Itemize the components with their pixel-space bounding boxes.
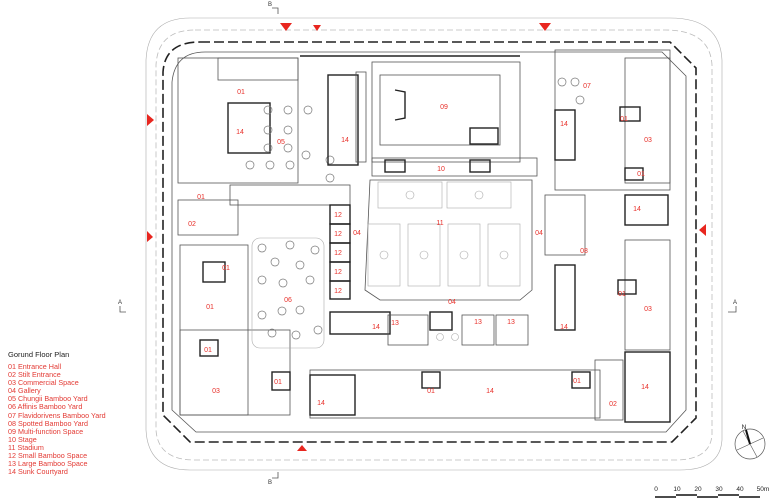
entrance-arrow-icon [539, 23, 551, 31]
room-label: 13 [391, 320, 399, 327]
legend-item: 07 Flavidorivens Bamboo Yard [8, 410, 106, 420]
site-boundary-outer [145, 17, 723, 471]
room-label: 01 [237, 89, 245, 96]
room-label: 14 [633, 206, 641, 213]
room-labels: 01 09 14 05 14 07 14 01 03 10 01 01 14 0… [188, 83, 652, 408]
room-label: 14 [560, 324, 568, 331]
room-label: 07 [583, 83, 591, 90]
legend-item: 10 Stage [8, 434, 37, 444]
legend-item: 02 Stilt Entrance [8, 370, 61, 380]
room-label: 05 [277, 139, 285, 146]
west-wing [177, 57, 299, 416]
legend-item: 08 Spotted Bamboo Yard [8, 418, 89, 428]
room-label: 14 [560, 121, 568, 128]
room-label: 01 [427, 388, 435, 395]
entrance-markers [147, 23, 706, 451]
room-label: 13 [474, 319, 482, 326]
room-label: 12 [334, 288, 342, 295]
room-label: 10 [437, 166, 445, 173]
room-label: 14 [341, 137, 349, 144]
room-label: 12 [334, 250, 342, 257]
scale-tick: 40 [736, 486, 744, 493]
room-label: 01 [197, 194, 205, 201]
room-label: 01 [222, 265, 230, 272]
room-label: 01 [206, 304, 214, 311]
entrance-arrow-icon [147, 114, 154, 126]
legend-item: 11 Stadium [8, 442, 44, 452]
multi-function-hall [300, 55, 521, 163]
room-label: 01 [637, 171, 645, 178]
legend-item: 03 Commercial Space [8, 378, 79, 388]
building-outline [162, 41, 697, 443]
section-a-left: A [118, 300, 122, 306]
room-label: 01 [204, 347, 212, 354]
room-label: 02 [609, 401, 617, 408]
room-label: 01 [620, 116, 628, 123]
room-label: 14 [486, 388, 494, 395]
room-label: 14 [317, 400, 325, 407]
room-label: 01 [618, 291, 626, 298]
north-compass: N [734, 424, 766, 460]
room-label: 03 [644, 137, 652, 144]
room-label: 01 [573, 378, 581, 385]
scale-tick: 0 [654, 486, 658, 493]
bamboo-yard-06 [251, 237, 325, 349]
stadium [364, 179, 533, 301]
stage [371, 157, 538, 177]
legend-item: 13 Large Bamboo Space [8, 459, 88, 469]
section-b-bottom: B [268, 480, 272, 486]
north-label: N [742, 424, 747, 431]
room-label: 12 [334, 212, 342, 219]
legend-title: Gorund Floor Plan [8, 350, 70, 359]
entrance-arrow-icon [699, 224, 706, 236]
room-label: 12 [334, 231, 342, 238]
south-block [309, 311, 601, 419]
legend-item: 14 Sunk Courtyard [8, 467, 68, 477]
room-label: 03 [212, 388, 220, 395]
room-label: 14 [372, 324, 380, 331]
section-a-right: A [733, 300, 737, 306]
legend-item: 09 Multi-function Space [8, 426, 84, 436]
room-label: 04 [448, 299, 456, 306]
legend: Gorund Floor Plan 01 Entrance Hall 02 St… [8, 350, 106, 476]
building-inner-outline [171, 51, 687, 433]
scale-tick: 10 [673, 486, 681, 493]
entrance-arrow-icon [280, 23, 292, 31]
legend-item: 05 Chungii Bamboo Yard [8, 394, 88, 404]
room-label: 08 [580, 248, 588, 255]
scale-bar: 0 10 20 30 40 50m [654, 486, 769, 498]
room-label: 04 [353, 230, 361, 237]
room-label: 14 [641, 384, 649, 391]
legend-item: 04 Gallery [8, 386, 41, 396]
legend-item: 01 Entrance Hall [8, 362, 62, 371]
section-b-top: B [268, 2, 272, 8]
bamboo-yard-05 [229, 105, 351, 206]
legend-item: 06 Affinis Bamboo Yard [8, 402, 83, 412]
room-label: 06 [284, 297, 292, 304]
scale-tick: 50m [757, 486, 770, 493]
sunk-courtyard-north [327, 74, 359, 166]
scale-tick: 20 [694, 486, 702, 493]
site-boundary-road [155, 29, 713, 461]
room-label: 13 [507, 319, 515, 326]
scale-tick: 30 [715, 486, 723, 493]
room-label: 01 [274, 379, 282, 386]
legend-item: 12 Small Bamboo Space [8, 451, 88, 461]
small-bamboo-spaces [329, 204, 351, 300]
entrance-arrow-icon [313, 25, 321, 31]
entrance-arrow-icon [147, 231, 153, 242]
room-label: 03 [644, 306, 652, 313]
room-label: 12 [334, 269, 342, 276]
room-label: 09 [440, 104, 448, 111]
room-label: 14 [236, 129, 244, 136]
entrance-arrow-icon [297, 445, 307, 451]
section-markers: B B A A [118, 2, 737, 486]
room-label: 11 [436, 220, 443, 227]
room-label: 02 [188, 221, 196, 228]
east-wing [544, 49, 671, 423]
room-label: 04 [535, 230, 543, 237]
